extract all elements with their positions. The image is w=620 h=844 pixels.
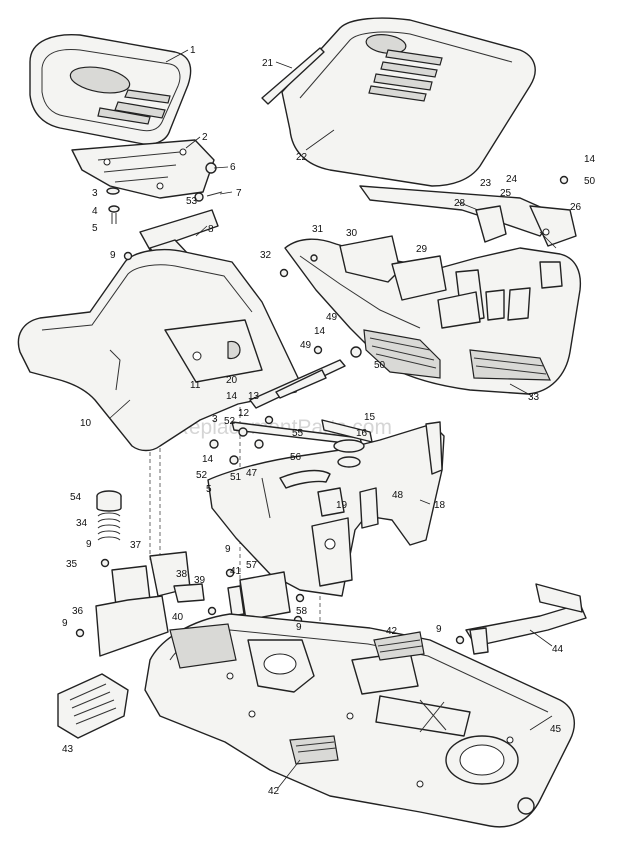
fender [17,248,301,452]
callout-label: 37 [130,540,142,551]
callout-label: 53 [186,196,198,207]
callout-label: 45 [550,724,562,735]
floor-pad [57,673,129,739]
callout-label: 33 [528,392,540,403]
callout-label: 14 [226,391,238,402]
seat-hardware [106,162,223,224]
leader-lines [109,49,557,789]
bolts [123,175,569,278]
callout-label: 5 [206,484,212,495]
callout-label: 19 [336,500,348,511]
dash-panel [207,419,445,597]
callout-label: 47 [246,468,258,479]
callout-label: 9 [62,618,68,629]
callout-label: 50 [374,360,386,371]
spring [96,490,122,541]
callout-label: 36 [72,606,84,617]
callout-label: 34 [76,518,88,529]
callout-label: 9 [110,250,116,261]
callout-label: 15 [364,412,376,423]
callout-label: 14 [314,326,326,337]
callout-label: 30 [346,228,358,239]
callout-label: 31 [312,224,324,235]
callout-label: 49 [300,340,312,351]
callout-label: 42 [268,786,280,797]
seat-bracket [71,139,215,199]
chassis-frame [144,613,576,828]
callout-label: 9 [86,539,92,550]
callout-label: 26 [570,202,582,213]
callout-label: 58 [296,606,308,617]
callout-label: 52 [196,470,208,481]
callout-label: 54 [70,492,82,503]
callout-label: 24 [506,174,518,185]
callout-label: 32 [260,250,272,261]
callout-label: 57 [246,560,258,571]
callout-label: 14 [202,454,214,465]
callout-label: 28 [454,198,466,209]
left-brackets [75,551,235,657]
callout-label: 10 [80,418,92,429]
callout-label: 39 [194,575,206,586]
callout-label: 9 [225,544,231,555]
callout-label: 2 [202,132,208,143]
grille-housing [284,235,582,395]
seat [29,33,192,145]
callout-label: 11 [190,380,201,391]
callout-label: 38 [176,569,188,580]
callout-label: 51 [230,472,242,483]
callout-label: 44 [552,644,564,655]
callout-label: 43 [62,744,74,755]
callout-label: 41 [230,566,242,577]
callout-label: 1 [190,45,196,56]
callout-label: 7 [236,188,242,199]
callout-numbers: 1 2 3 4 5 6 7 53 8 9 21 22 23 24 25 14 5… [62,45,596,797]
callout-label: 52 [224,416,236,427]
callout-label: 6 [230,162,236,173]
callout-label: 49 [326,312,338,323]
callout-label: 48 [392,490,404,501]
callout-label: 22 [296,152,308,163]
callout-label: 35 [66,559,78,570]
callout-label: 3 [92,188,98,199]
callout-label: 21 [262,58,274,69]
callout-label: 16 [356,428,368,439]
callout-label: 55 [292,428,304,439]
callout-label: 12 [238,408,250,419]
callout-label: 13 [248,391,260,402]
callout-label: 42 [386,626,398,637]
callout-label: 50 [584,176,596,187]
hood [261,17,536,187]
callout-label: 5 [92,223,98,234]
callout-label: 40 [172,612,184,623]
right-bracket [455,583,587,655]
callout-label: 4 [92,206,98,217]
callout-label: 29 [416,244,428,255]
callout-label: 9 [436,624,442,635]
callout-label: 20 [226,375,238,386]
hood-support [359,185,577,247]
callout-label: 18 [434,500,446,511]
callout-label: 25 [500,188,512,199]
callout-label: 9 [296,622,302,633]
linkage [209,415,363,465]
callout-label: 8 [208,224,214,235]
callout-label: 23 [480,178,492,189]
callout-label: 14 [584,154,596,165]
callout-label: 56 [290,452,302,463]
control-rod [249,345,362,409]
callout-label: 3 [212,414,218,425]
